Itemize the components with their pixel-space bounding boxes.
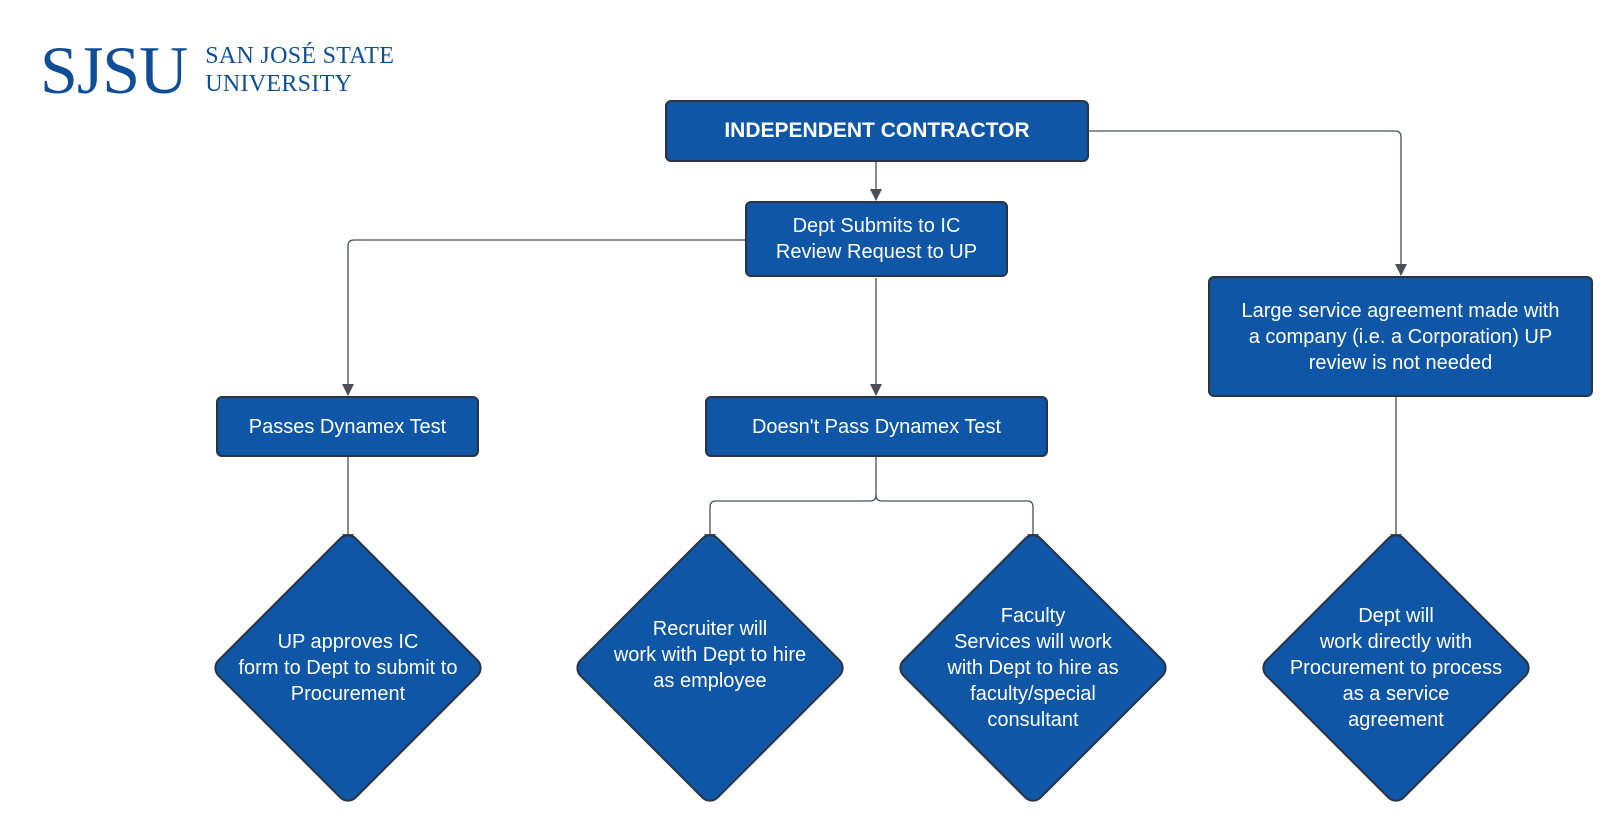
logo-mark: SJSU [40, 32, 188, 108]
logo-line-2: UNIVERSITY [205, 71, 353, 97]
connector-fails-to-faculty [875, 494, 1039, 546]
node-large-service-agreement: Large service agreement made with a comp… [1208, 276, 1593, 397]
diamond-procurement-label: Dept will work directly with Procurement… [1289, 605, 1503, 731]
diamond-up-approves-label: UP approves IC form to Dept to submit to… [238, 631, 458, 705]
diamond-procurement-text: Dept will work directly with Procurement… [1256, 570, 1536, 766]
diamond-faculty-label: Faculty Services will work with Dept to … [947, 605, 1119, 731]
diamond-recruiter-label: Recruiter will work with Dept to hire as… [613, 618, 807, 692]
node-independent-contractor: INDEPENDENT CONTRACTOR [665, 100, 1089, 162]
node-dept-submits: Dept Submits to IC Review Request to UP [745, 201, 1008, 277]
node-passes-dynamex-label: Passes Dynamex Test [248, 415, 447, 438]
node-fails-dynamex: Doesn't Pass Dynamex Test [705, 396, 1048, 457]
diamond-up-approves-text: UP approves IC form to Dept to submit to… [208, 570, 488, 766]
node-passes-dynamex: Passes Dynamex Test [216, 396, 479, 457]
logo-wordmark: SAN JOSÉ STATE UNIVERSITY [205, 42, 394, 98]
logo-line-1: SAN JOSÉ STATE [205, 43, 395, 69]
node-dept-submits-label: Dept Submits to IC Review Request to UP [775, 215, 978, 263]
diamond-recruiter-text: Recruiter will work with Dept to hire as… [570, 570, 850, 740]
connector-fails-split [704, 457, 877, 546]
sjsu-logo: SJSU SAN JOSÉ STATE UNIVERSITY [40, 34, 394, 114]
connector-root-to-large [1088, 130, 1407, 276]
node-large-service-agreement-label: Large service agreement made with a comp… [1241, 299, 1560, 374]
node-fails-dynamex-label: Doesn't Pass Dynamex Test [751, 415, 1002, 438]
node-independent-contractor-label: INDEPENDENT CONTRACTOR [724, 119, 1030, 142]
diamond-faculty-text: Faculty Services will work with Dept to … [893, 570, 1173, 766]
connector-submit-to-passes [342, 239, 747, 396]
